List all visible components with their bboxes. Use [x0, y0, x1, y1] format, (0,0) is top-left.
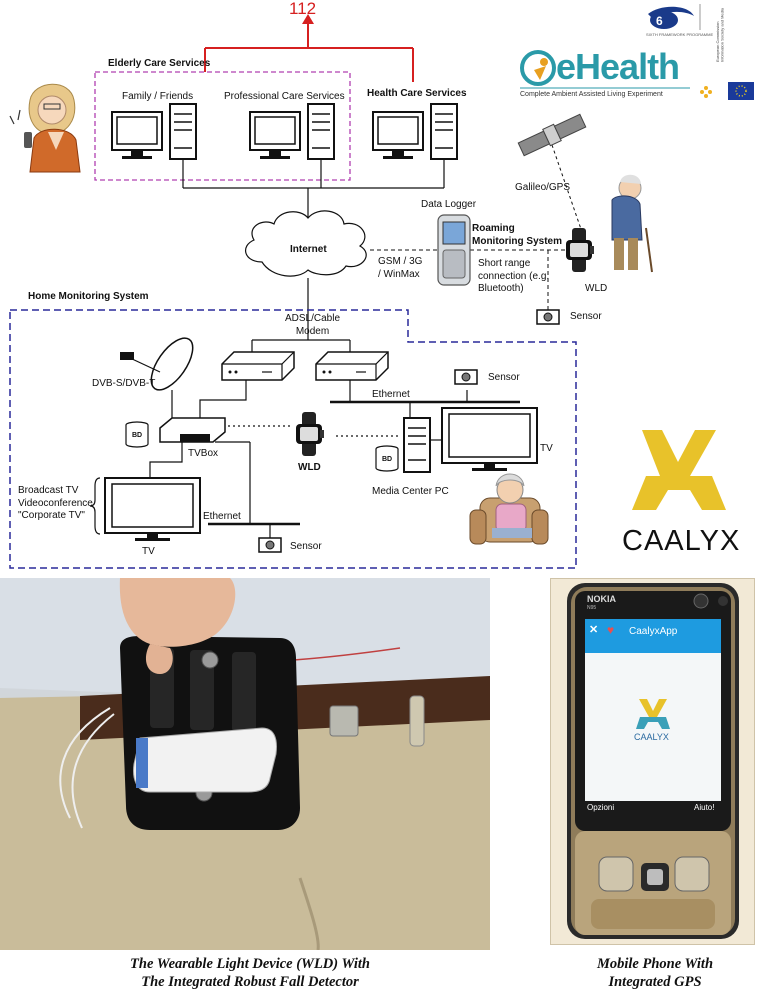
adsl-modem-label: ADSL/Cable Modem [285, 313, 341, 337]
phone-app-title[interactable]: CaalyxApp [629, 626, 678, 637]
caalyx-logo-icon [632, 430, 726, 510]
system-diagram: 6 [9, 4, 754, 569]
tv-left-label: TV [142, 546, 155, 557]
satellite-icon [517, 113, 587, 157]
elderly-man-cane-icon [611, 174, 653, 273]
modem-left-icon [221, 351, 295, 381]
ehealth-sub-text: Complete Ambient Assisted Living Experim… [520, 91, 663, 98]
data-logger-label: Data Logger [421, 199, 477, 210]
galileo-gps-label: Galileo/GPS [515, 182, 571, 193]
sensor-home-bottom-icon [258, 537, 282, 553]
media-center-label: Media Center PC [372, 486, 449, 497]
gsm-label: GSM / 3G / WinMax [378, 256, 423, 280]
phone-caalyx-text: CAALYX [634, 732, 669, 742]
elderly-woman-armchair-icon [469, 473, 549, 545]
ethernet-top-label: Ethernet [372, 389, 410, 400]
eu-flag-icon [700, 82, 754, 100]
elderly-care-box [94, 71, 351, 181]
data-logger-phone-icon [437, 214, 471, 286]
app-heart-icon: ♥ [607, 623, 615, 637]
ehealth-logo-text: eHealth [556, 46, 680, 87]
emergency-link [204, 14, 414, 82]
phone-caalyx-logo-icon [636, 699, 670, 729]
elderly-care-services-label: Elderly Care Services [108, 58, 211, 69]
professional-computer-icon [249, 103, 335, 160]
services-links [182, 160, 445, 222]
media-center-pc-icon [403, 417, 431, 473]
dvb-label: DVB-S/DVB-T [92, 378, 156, 389]
broadcast-label: Broadcast TV Videoconference "Corporate … [18, 485, 93, 521]
internet-label: Internet [290, 244, 327, 255]
svg-text:6: 6 [656, 14, 663, 28]
ethernet-bottom-label: Ethernet [203, 511, 241, 522]
tv-left-icon [104, 477, 201, 542]
family-friends-label: Family / Friends [122, 91, 194, 102]
healthcare-computer-icon [372, 103, 458, 160]
phone-photo: NOKIA N95 CaalyxApp ✕ ♥ CAALYX Opzioni A… [550, 578, 755, 945]
wld-roaming-label: WLD [585, 283, 608, 294]
wld-photo [0, 578, 490, 950]
wld-home-label: WLD [298, 462, 321, 473]
roaming-monitoring-label: Roaming Monitoring System [472, 223, 563, 247]
sensor-home-bottom-label: Sensor [290, 541, 322, 552]
phone-left-softkey[interactable]: Opzioni [587, 803, 615, 812]
health-care-services-label: Health Care Services [367, 88, 467, 99]
phone-right-softkey[interactable]: Aiuto! [694, 803, 715, 812]
woman-on-phone-icon [9, 83, 81, 173]
fp6-text: SIXTH FRAMEWORK PROGRAMME [646, 32, 714, 37]
wld-photo-scene [0, 578, 490, 950]
sensor-roaming-label: Sensor [570, 311, 602, 322]
tv-right-icon [441, 407, 538, 472]
satellite-dish-icon [120, 337, 194, 418]
professional-care-label: Professional Care Services [224, 91, 345, 102]
ehealth-logo-icon [520, 50, 690, 89]
ec-text: European Commission Information Society … [715, 7, 725, 62]
phone-model: N95 [587, 605, 597, 611]
emergency-number: 112 [289, 0, 317, 18]
tv-right-label: TV [540, 443, 553, 454]
phone-caption: Mobile Phone With Integrated GPS [596, 956, 714, 991]
family-computer-icon [111, 103, 197, 160]
app-close-icon[interactable]: ✕ [589, 624, 599, 636]
sensor-home-top-label: Sensor [488, 372, 520, 383]
modem-right-icon [315, 351, 389, 381]
home-monitoring-label: Home Monitoring System [28, 291, 149, 302]
wld-caption: The Wearable Light Device (WLD) With The… [130, 956, 370, 991]
wld-home-watch-icon [296, 412, 324, 456]
short-range-label: Short range connection (e.g. Bluetooth) [478, 258, 550, 294]
tvbox-icon [159, 417, 226, 443]
bd-left-label: BD [132, 432, 143, 439]
phone-body-graphic [567, 583, 739, 939]
wld-roaming-watch-icon [566, 228, 594, 272]
fp6-logo-icon: 6 [648, 4, 701, 30]
bd-right-label: BD [382, 456, 393, 463]
internet-cloud-icon [245, 210, 367, 277]
caalyx-logo-text: CAALYX [622, 525, 741, 557]
tvbox-label: TVBox [188, 448, 219, 459]
sensor-roaming-icon [536, 309, 560, 325]
phone-brand: NOKIA [587, 594, 616, 604]
home-monitoring-box [9, 309, 577, 569]
sensor-home-top-icon [454, 369, 478, 385]
